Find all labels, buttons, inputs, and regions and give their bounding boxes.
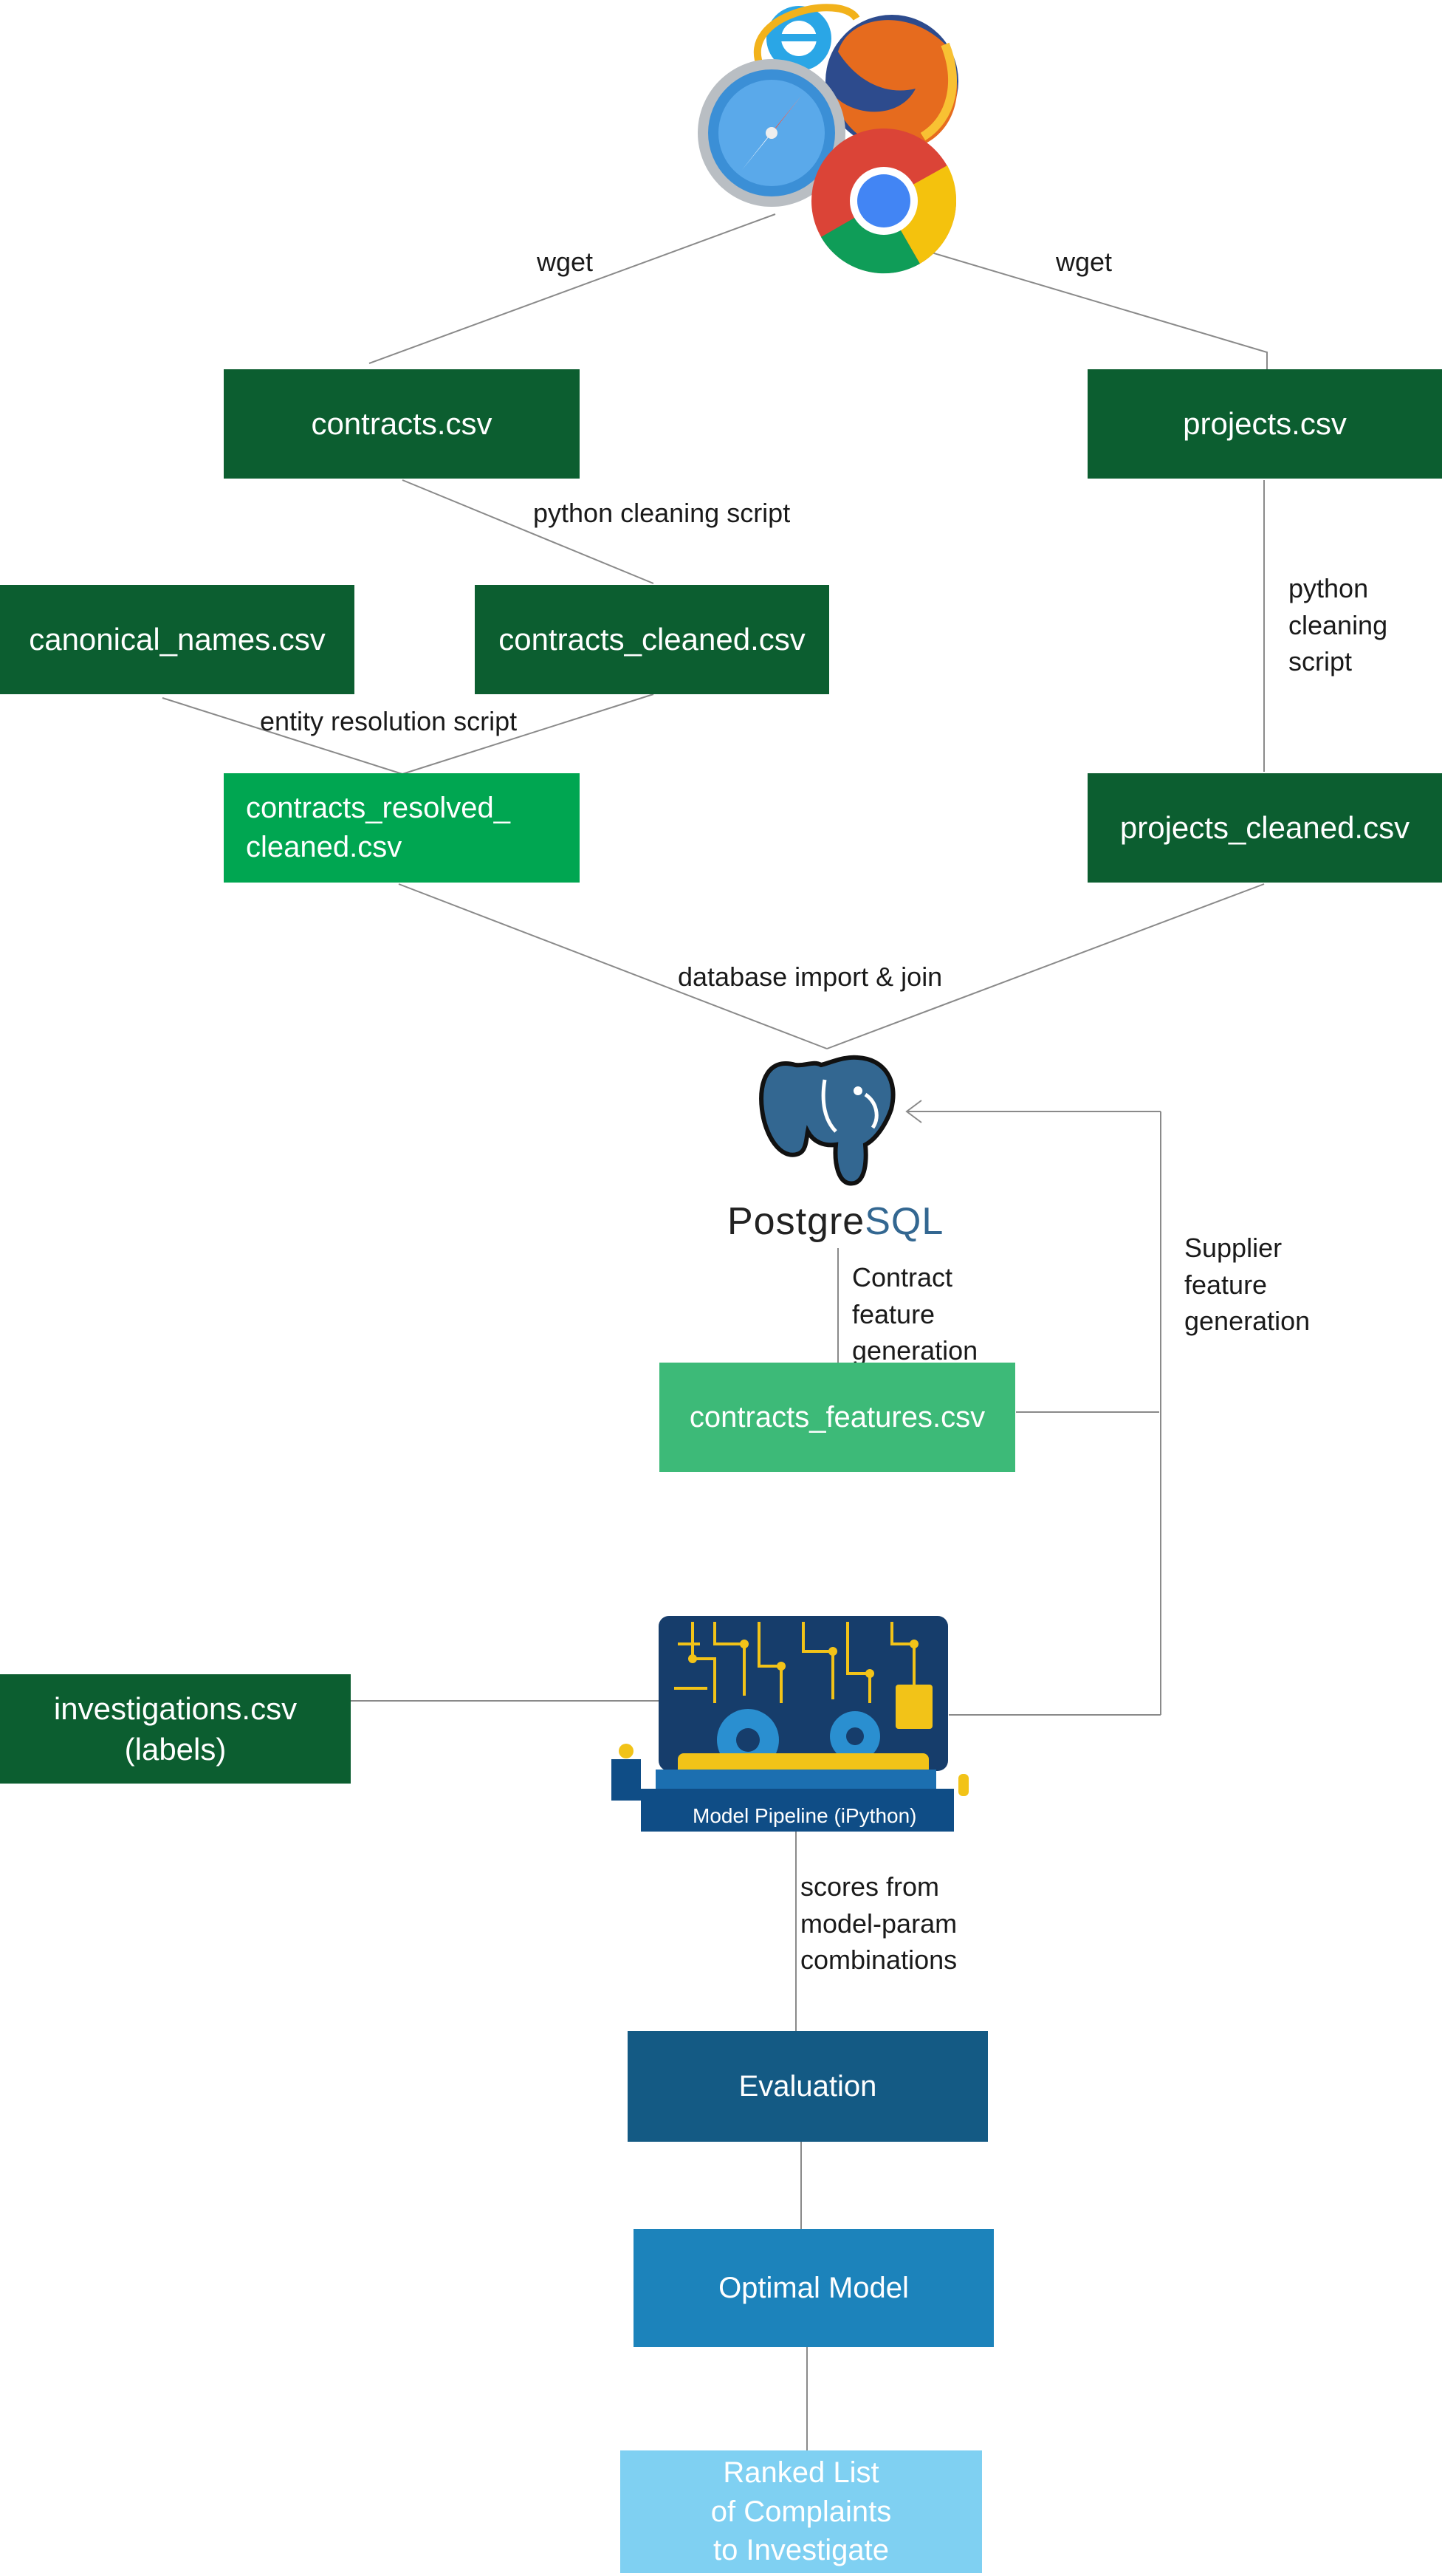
pipeline-label: Model Pipeline (iPython) (693, 1804, 917, 1827)
node-contracts-features-csv: contracts_features.csv (659, 1363, 1015, 1472)
node-optimal-model: Optimal Model (634, 2229, 994, 2347)
internet-explorer-icon (754, 4, 860, 71)
node-projects-csv: projects.csv (1088, 369, 1442, 479)
edge-label-python-cleaning-projects: python cleaning script (1288, 573, 1388, 677)
node-evaluation: Evaluation (628, 2031, 988, 2142)
postgresql-wordmark-part1: Postgre (727, 1200, 865, 1243)
edge-label-contract-feature-generation: Contract feature generation (852, 1262, 978, 1366)
model-pipeline-machine-icon (611, 1616, 969, 1832)
node-contracts-resolved-cleaned-csv: contracts_resolved_ cleaned.csv (224, 773, 580, 883)
firefox-icon (825, 15, 958, 149)
postgresql-elephant-icon (759, 1055, 896, 1186)
browser-icons (698, 4, 958, 274)
node-investigations-csv: investigations.csv (labels) (0, 1674, 351, 1784)
edge-label-wget-right: wget (1056, 247, 1113, 277)
edge-label-supplier-feature-generation: Supplier feature generation (1184, 1233, 1311, 1337)
chrome-icon (811, 129, 957, 274)
edge-label-scores: scores from model-param combinations (800, 1871, 958, 1976)
edge-label-database-import: database import & join (678, 962, 943, 992)
node-contracts-csv: contracts.csv (224, 369, 580, 479)
node-ranked-list: Ranked List of Complaints to Investigate (620, 2450, 982, 2573)
safari-icon (698, 59, 845, 207)
postgresql-wordmark-part2: SQL (865, 1200, 944, 1243)
edge-label-wget-left: wget (537, 247, 594, 277)
edge-label-entity-resolution: entity resolution script (260, 706, 518, 736)
edge-label-python-cleaning-contracts: python cleaning script (533, 498, 791, 528)
node-projects-cleaned-csv: projects_cleaned.csv (1088, 773, 1442, 883)
node-contracts-cleaned-csv: contracts_cleaned.csv (475, 585, 829, 694)
node-canonical-names-csv: canonical_names.csv (0, 585, 354, 694)
postgresql-wordmark: PostgreSQL (727, 1199, 944, 1244)
